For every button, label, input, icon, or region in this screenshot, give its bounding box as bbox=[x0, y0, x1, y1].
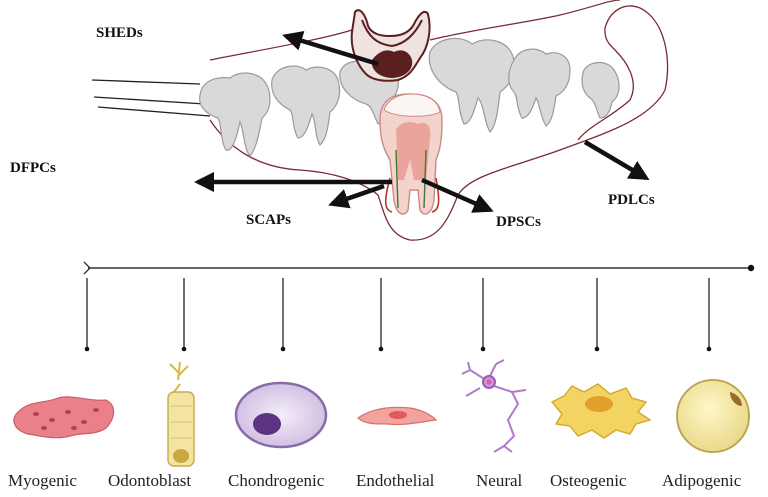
label-myogenic: Myogenic bbox=[8, 471, 77, 490]
myogenic-cell-icon bbox=[13, 396, 115, 439]
label-pdlcs: PDLCs bbox=[608, 192, 655, 208]
label-scaps: SCAPs bbox=[246, 212, 291, 228]
label-dpscs: DPSCs bbox=[496, 214, 541, 230]
label-odontoblast: Odontoblast bbox=[108, 471, 191, 490]
label-adipogenic: Adipogenic bbox=[662, 471, 742, 490]
arrow-to-pdlcs bbox=[583, 140, 650, 181]
label-sheds: SHEDs bbox=[96, 25, 143, 41]
label-neural: Neural bbox=[476, 471, 523, 490]
label-endothelial: Endothelial bbox=[356, 471, 435, 490]
arrow-to-dpscs bbox=[421, 177, 494, 213]
developing-tooth bbox=[379, 93, 443, 215]
arrow-to-sheds bbox=[282, 31, 379, 67]
arrow-to-scaps bbox=[328, 183, 385, 209]
stem-cell-arrows bbox=[193, 31, 650, 213]
chondrocyte-cell-icon bbox=[234, 381, 328, 449]
label-chondrogenic: Chondrogenic bbox=[228, 471, 325, 490]
differentiation-timeline bbox=[83, 261, 755, 352]
neuron-cell-icon bbox=[461, 359, 527, 453]
endothelial-cell-icon bbox=[357, 406, 438, 426]
odontoblast-cell-icon bbox=[167, 361, 195, 467]
label-osteogenic: Osteogenic bbox=[550, 471, 627, 490]
deciduous-tooth bbox=[350, 9, 431, 82]
label-dfpcs: DFPCs bbox=[10, 160, 56, 176]
adipocyte-cell-icon bbox=[676, 379, 750, 453]
osteocyte-cell-icon bbox=[550, 383, 652, 439]
